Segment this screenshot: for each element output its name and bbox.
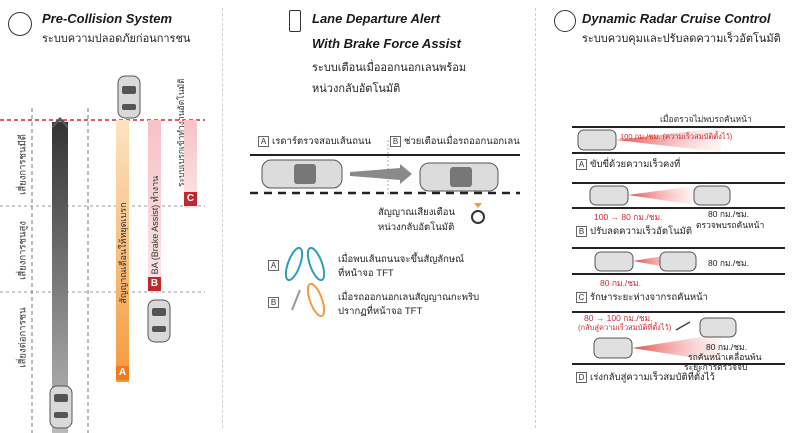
pcs-title: Pre-Collision System <box>42 11 173 26</box>
lda-step-a-text: เรดาร์ตรวจสอบเส้นถนน <box>272 136 371 147</box>
drcc-s1-caption-text: ขับขี่ด้วยความเร็วคงที่ <box>590 159 681 170</box>
drcc-s3-label: C <box>576 291 587 303</box>
drcc-s4-right1: 80 กม./ชม. <box>706 342 748 352</box>
car-rear <box>49 385 73 429</box>
drcc-s2-label: B <box>576 225 587 237</box>
drcc-subtitle: ระบบควบคุมและปรับลดความเร็วอัตโนมัติ <box>582 33 781 45</box>
pcs-zone-3: เสี่ยงต่อการชน <box>17 307 29 368</box>
lda-car-1 <box>261 159 343 189</box>
lda-title-line1: Lane Departure Alert <box>312 11 441 26</box>
lda-legend-b-box: B <box>268 297 279 309</box>
lda-step-b-text: ช่วยเตือนเมื่อรถออกนอกเลน <box>404 136 520 147</box>
drcc-s1-note: เมื่อตรวจไม่พบรถคันหน้า <box>660 114 752 124</box>
lda-diagram <box>250 140 520 318</box>
lda-legend-a-label: A <box>268 257 282 275</box>
lda-legend-b-line2: ปรากฏที่หน้าจอ TFT <box>338 306 423 317</box>
lda-signal-line1: สัญญาณเสียงเตือน <box>378 207 456 218</box>
lda-icon <box>289 10 301 32</box>
car-front <box>117 75 141 119</box>
lda-title-line2: With Brake Force Assist <box>312 36 461 51</box>
lda-subtitle-line2: หน่วงกลับอัตโนมัติ <box>312 83 401 95</box>
lda-step-b-label: B <box>390 135 401 147</box>
lda-legend-a-line1: เมื่อพบเส้นถนนจะขึ้นสัญลักษณ์ <box>338 254 464 265</box>
lda-subtitle-line1: ระบบเตือนเมื่อออกนอกเลนพร้อม <box>312 62 467 74</box>
divider-2 <box>535 8 536 428</box>
drcc-s1-speed: 100 กม./ชม. (ความเร็วสมบัติตั้งไว้) <box>620 132 733 141</box>
drcc-s4-caption-text: เร่งกลับสู่ความเร็วสมบัติที่ตั้งไว้ <box>590 372 715 383</box>
pcs-diagram <box>0 75 205 433</box>
pcs-zone-2: เสี่ยงการชนสูง <box>17 221 29 280</box>
drcc-gauge-icon <box>554 10 576 32</box>
lda-legend-b-line1: เมื่อรถออกนอกเลนสัญญาณกะพริบ <box>338 292 480 303</box>
lda-legend-b-label: B <box>268 294 282 312</box>
tft-lane-icon-a <box>284 246 326 282</box>
drcc-s2-caption-text: ปรับลดความเร็วอัตโนมัติ <box>590 226 693 237</box>
lda-step-a-label: A <box>258 135 269 147</box>
car-middle <box>147 299 171 343</box>
lda-legend-a-line2: ที่หน้าจอ TFT <box>338 268 394 279</box>
drcc-s2-speed: 100 → 80 กม./ชม. <box>594 212 663 222</box>
lda-signal-line2: หน่วงกลับอัตโนมัติ <box>378 222 455 233</box>
steering-icon <box>471 210 485 224</box>
drcc-s2-right2: ตรวจพบรถคันหน้า <box>696 220 765 230</box>
drcc-s4-right2: รถคันหน้าเคลื่อนพ้น <box>688 352 762 362</box>
drcc-s4-speed1: 80 → 100 กม./ชม. <box>584 313 653 323</box>
pcs-subtitle: ระบบความปลอดภัยก่อนการชน <box>42 33 191 45</box>
drcc-s4-speed2: (กลับสู่ความเร็วสมบัติที่ตั้งไว้) <box>578 323 672 332</box>
drcc-s4-label: D <box>576 371 587 383</box>
pcs-icon <box>8 12 32 36</box>
drcc-s3-caption-text: รักษาระยะห่างจากรถคันหน้า <box>590 292 709 303</box>
lda-car-2 <box>419 162 499 192</box>
drcc-s4-right3: ระยะการตรวจจับ <box>684 362 748 372</box>
pcs-zone-1: เสี่ยงการชนมีดี <box>17 134 29 195</box>
pcs-ba-text: BA (Brake Assist) ทำงาน <box>150 175 160 275</box>
pcs-label-c: C <box>184 192 197 206</box>
drcc-title: Dynamic Radar Cruise Control <box>582 11 771 26</box>
lda-legend-a-box: A <box>268 260 279 272</box>
drcc-diagram <box>572 126 785 365</box>
drcc-s3-speed: 80 กม./ชม. <box>600 278 642 288</box>
drcc-s2-right1: 80 กม./ชม. <box>708 209 750 219</box>
pcs-label-a: A <box>116 366 129 380</box>
tft-lane-icon-b <box>291 282 326 318</box>
divider-1 <box>222 8 223 428</box>
pcs-alert-text: สัญญาณเตือนให้หยุดเบรก <box>118 202 128 304</box>
drcc-s3-right: 80 กม./ชม. <box>708 258 750 268</box>
pcs-auto-brake-text: ระบบเบรกเข้าทำงานอัตโนมัติ <box>176 78 186 187</box>
drcc-s1-label: A <box>576 158 587 170</box>
pcs-label-b: B <box>148 277 161 291</box>
